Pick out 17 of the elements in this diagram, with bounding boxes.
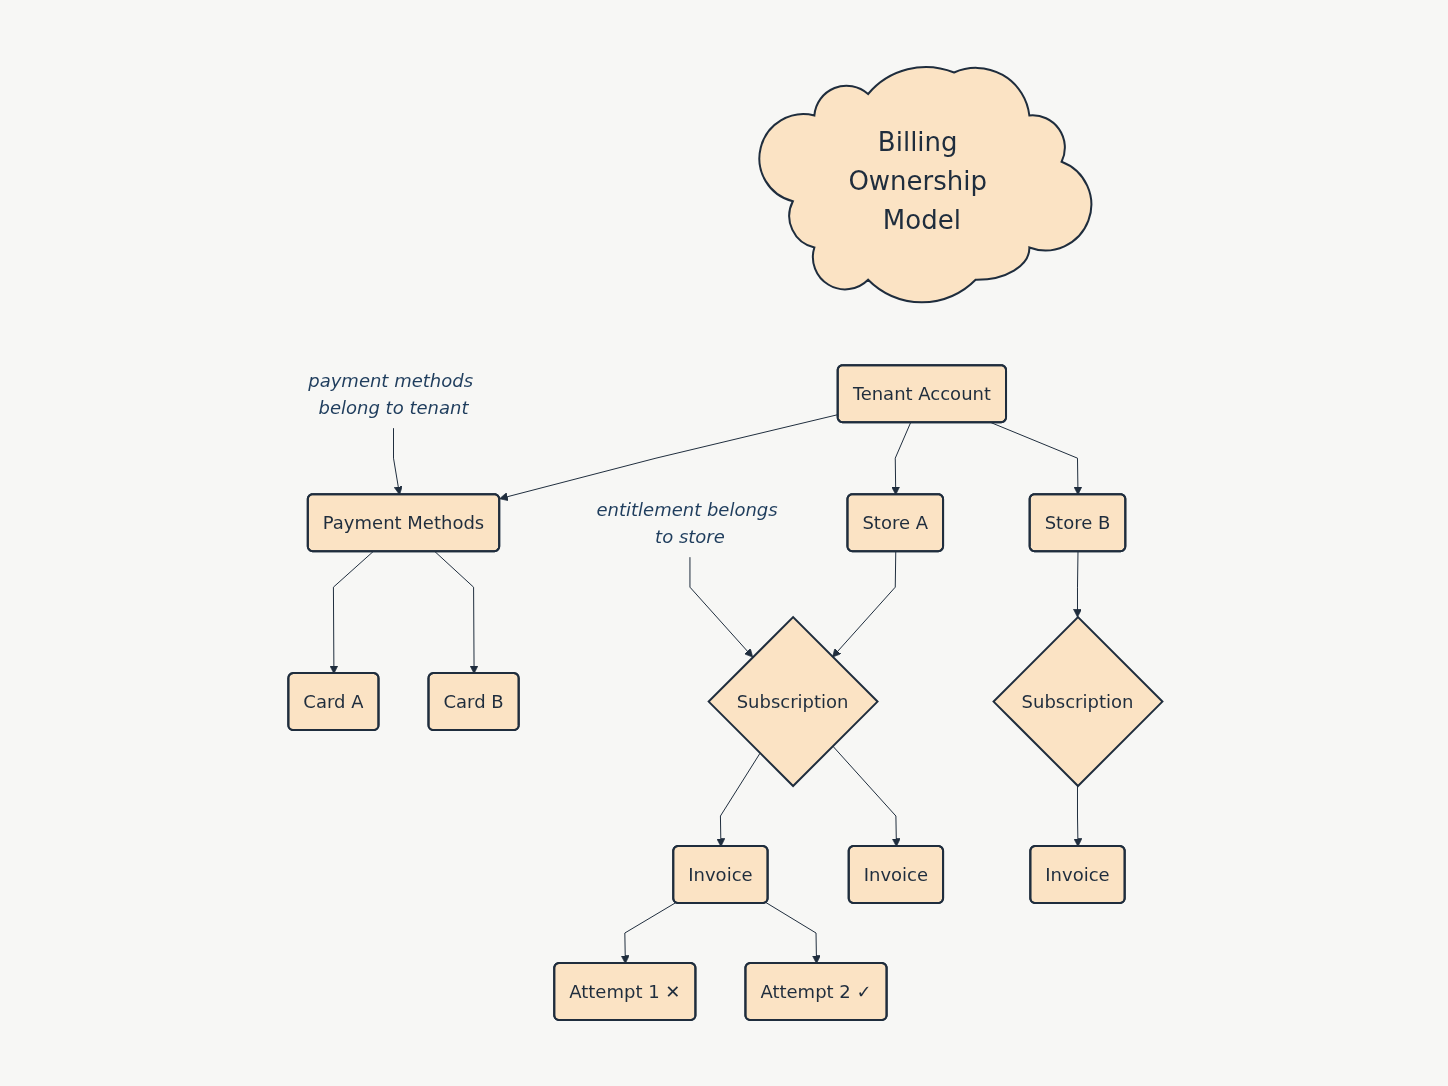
arrow <box>990 421 1083 495</box>
node-diamond: Subscription <box>991 615 1164 787</box>
arrow <box>329 550 374 674</box>
arrow <box>1072 550 1082 618</box>
arrow <box>392 427 403 495</box>
arrow <box>831 744 901 847</box>
arrow <box>765 901 821 964</box>
arrow <box>434 550 479 674</box>
node-diamond: Subscription <box>707 615 879 787</box>
node-text: payment methods belong to tenant <box>308 369 473 418</box>
arrow <box>891 421 911 495</box>
arrow <box>689 556 753 657</box>
arrow <box>716 752 761 847</box>
arrow <box>831 550 897 657</box>
arrow <box>1073 785 1083 847</box>
arrow <box>620 901 677 964</box>
node-text: entitlement belongs to store <box>596 498 778 547</box>
